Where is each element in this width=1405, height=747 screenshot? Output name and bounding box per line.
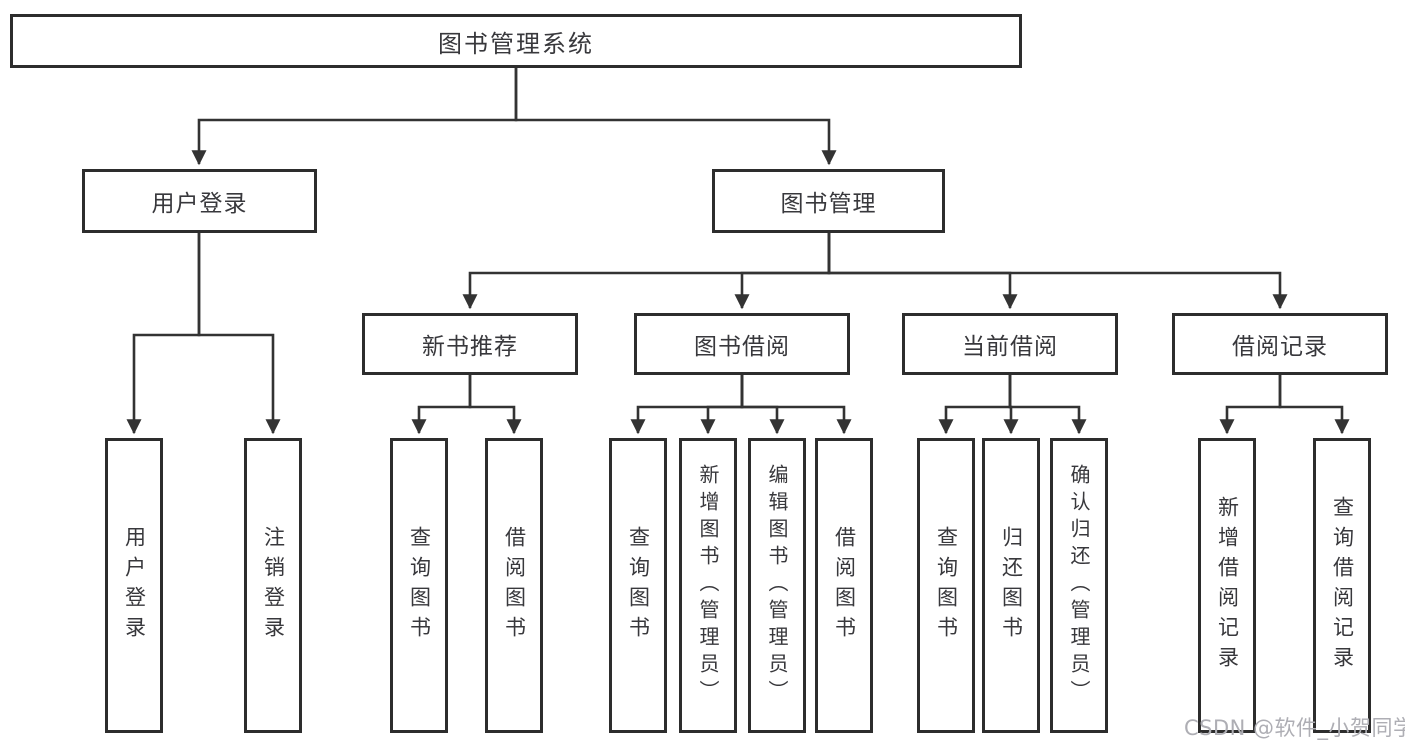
leaf-current-query-books: 查询图书	[917, 438, 975, 733]
leaf-recommend-query-books: 查询图书	[390, 438, 448, 733]
node-current-borrowing: 当前借阅	[902, 313, 1118, 375]
node-label: 查询图书	[407, 525, 432, 646]
node-label: 当前借阅	[962, 334, 1058, 360]
node-label: 注销登录	[261, 525, 286, 646]
leaf-current-confirm-return-admin: 确认归还（管理员）	[1050, 438, 1108, 733]
node-library-management-system: 图书管理系统	[10, 14, 1022, 68]
node-label: 图书借阅	[694, 334, 790, 360]
leaf-logout: 注销登录	[244, 438, 302, 733]
leaf-current-return-books: 归还图书	[982, 438, 1040, 733]
leaf-borrowing-borrow-books: 借阅图书	[815, 438, 873, 733]
leaf-recommend-borrow-books: 借阅图书	[485, 438, 543, 733]
node-new-book-recommend: 新书推荐	[362, 313, 578, 375]
node-borrowing-records: 借阅记录	[1172, 313, 1388, 375]
node-label: 图书管理	[780, 191, 877, 217]
node-label: 借阅图书	[502, 525, 527, 646]
node-label: 新增借阅记录	[1215, 495, 1240, 676]
node-label: 新增图书（管理员）	[696, 464, 720, 707]
leaf-records-add-record: 新增借阅记录	[1198, 438, 1256, 733]
leaf-borrowing-edit-books-admin: 编辑图书（管理员）	[748, 438, 806, 733]
node-label: 归还图书	[999, 525, 1024, 646]
node-book-management: 图书管理	[712, 169, 945, 233]
csdn-watermark: CSDN @软件_小贺同学	[1184, 716, 1405, 740]
node-label: 借阅记录	[1232, 334, 1328, 360]
node-label: 查询借阅记录	[1330, 495, 1355, 676]
node-label: 查询图书	[626, 525, 651, 646]
node-label: 借阅图书	[832, 525, 857, 646]
node-label: 确认归还（管理员）	[1067, 464, 1091, 707]
node-label: 图书管理系统	[438, 29, 594, 58]
leaf-borrowing-add-books-admin: 新增图书（管理员）	[679, 438, 737, 733]
node-user-login: 用户登录	[82, 169, 317, 233]
node-label: 编辑图书（管理员）	[765, 464, 789, 707]
node-label: 查询图书	[934, 525, 959, 646]
node-label: 用户登录	[151, 191, 248, 217]
node-label: 用户登录	[122, 525, 147, 646]
node-book-borrowing: 图书借阅	[634, 313, 850, 375]
leaf-records-query-record: 查询借阅记录	[1313, 438, 1371, 733]
node-label: 新书推荐	[422, 334, 518, 360]
leaf-user-login: 用户登录	[105, 438, 163, 733]
leaf-borrowing-query-books: 查询图书	[609, 438, 667, 733]
